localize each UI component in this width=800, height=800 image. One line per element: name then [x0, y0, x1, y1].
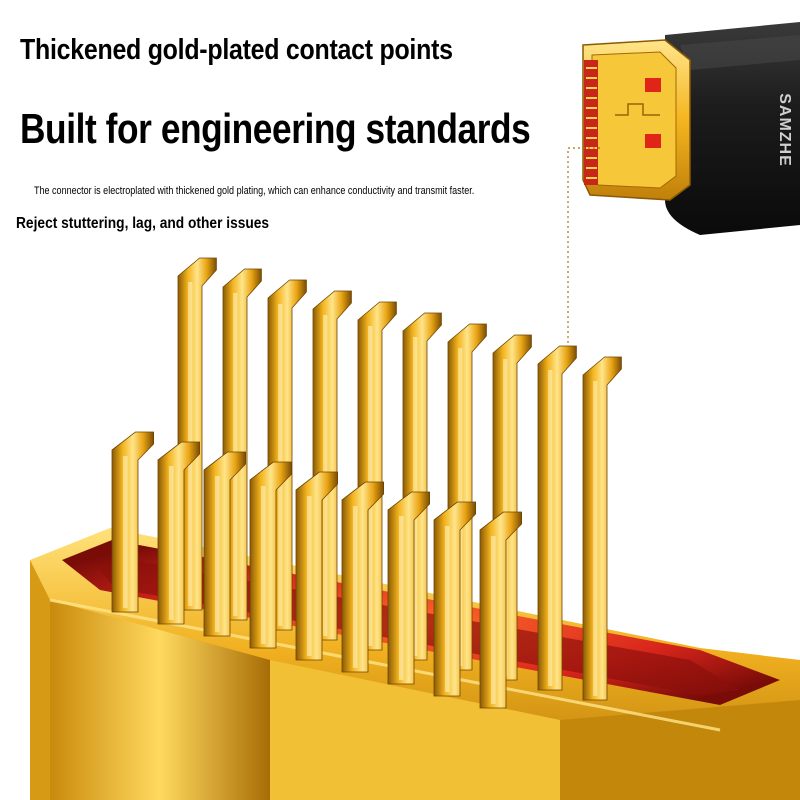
- back-pin: [582, 356, 622, 701]
- front-pin: [295, 471, 338, 661]
- subtitle: Reject stuttering, lag, and other issues: [16, 215, 270, 232]
- page-title: Built for engineering standards: [20, 105, 531, 152]
- headline: Thickened gold-plated contact points: [20, 34, 453, 66]
- leader-line: [567, 147, 600, 355]
- brand-label: SAMZHE: [776, 93, 793, 167]
- front-pin: [433, 501, 476, 697]
- front-pin: [111, 431, 154, 613]
- description: The connector is electroplated with thic…: [34, 185, 475, 197]
- front-pin: [341, 481, 384, 673]
- front-pin: [249, 461, 292, 649]
- front-pin: [157, 441, 200, 625]
- front-pin: [479, 511, 522, 709]
- back-pin: [537, 345, 577, 691]
- front-pin-row: [111, 431, 522, 709]
- hdmi-connector-icon: SAMZHE: [582, 22, 800, 235]
- front-pin: [387, 491, 430, 685]
- front-pin: [203, 451, 246, 637]
